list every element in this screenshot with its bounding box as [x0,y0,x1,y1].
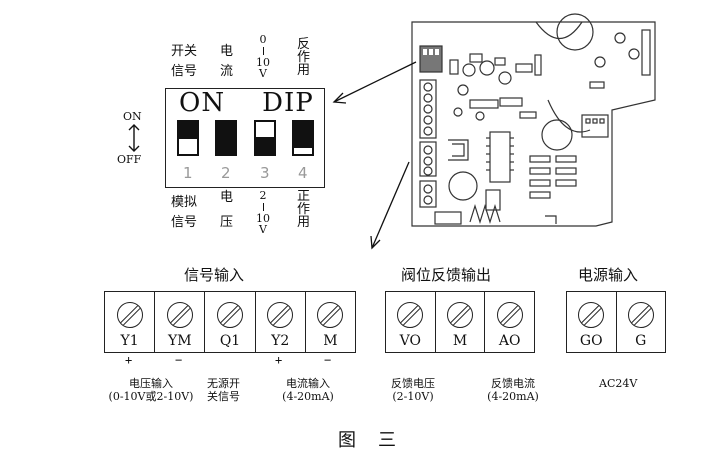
power-terminal-block: GO G [566,291,666,353]
screw-icon [116,302,143,328]
dip-bottom-label-4: 正作用 [297,189,311,230]
dip-top-label-2: 电流 [220,44,234,79]
terminal-vo[interactable]: VO [386,292,436,352]
dip-header: ON DIP [179,88,314,118]
sign-y2: + [275,353,283,367]
sign-ym: − [175,353,183,367]
dip-bottom-label-2: 电压 [220,190,234,230]
screw-icon [166,302,193,328]
terminal-ym[interactable]: YM [155,292,206,352]
note-ac24v: AC24V [599,377,638,390]
screw-icon [217,302,243,328]
on-label: ON [123,110,142,123]
terminal-y2[interactable]: Y2 [256,292,306,352]
dip-number-1: 1 [183,164,193,182]
dip-top-label-1: 开关信号 [171,44,198,79]
screw-icon [317,302,344,328]
on-off-arrow-icon [128,124,140,152]
dip-number-4: 4 [298,164,308,182]
dip-switch-2[interactable] [215,120,237,156]
terminal-go[interactable]: GO [567,292,617,352]
dip-switch-block: ON DIP 1 2 3 4 [165,88,325,188]
note-passive-switch: 无源开关信号 [207,377,240,403]
dip-bottom-label-1: 模拟信号 [171,195,198,230]
screw-icon [397,302,424,328]
dip-switch-1[interactable] [177,120,199,156]
note-voltage-input: 电压输入(0-10V或2-10V) [108,377,194,403]
figure-caption: 图三 [338,430,418,451]
dip-top-label-4: 反作用 [297,37,311,78]
terminal-y1[interactable]: Y1 [105,292,156,352]
sign-m: − [324,353,332,367]
note-feedback-current: 反馈电流(4-20mA) [487,377,539,403]
screw-icon [627,302,654,328]
feedback-terminal-block: VO M AO [385,291,535,353]
dip-switch-4[interactable] [292,120,314,156]
screw-icon [447,302,473,328]
dip-bottom-label-3: 2 10 V [256,189,270,236]
off-label: OFF [117,153,142,166]
dip-top-label-3: 0 10 V [256,33,270,80]
terminal-feedback-m[interactable]: M [436,292,486,352]
screw-icon [578,302,605,328]
terminal-g[interactable]: G [617,292,666,352]
sign-y1: + [125,353,133,367]
note-current-input: 电流输入(4-20mA) [282,377,334,403]
note-feedback-voltage: 反馈电压(2-10V) [391,377,435,403]
signal-terminal-block: Y1 YM Q1 Y2 M [104,291,356,353]
terminal-q1[interactable]: Q1 [205,292,256,352]
dip-number-3: 3 [260,164,270,182]
dip-switch-3[interactable] [254,120,276,156]
screw-icon [496,302,523,328]
dip-number-2: 2 [221,164,231,182]
power-input-title: 电源输入 [578,266,639,284]
terminal-ao[interactable]: AO [485,292,534,352]
terminal-m[interactable]: M [306,292,355,352]
screw-icon [267,302,294,328]
signal-input-title: 信号输入 [184,266,245,284]
valve-feedback-title: 阀位反馈输出 [401,266,492,284]
